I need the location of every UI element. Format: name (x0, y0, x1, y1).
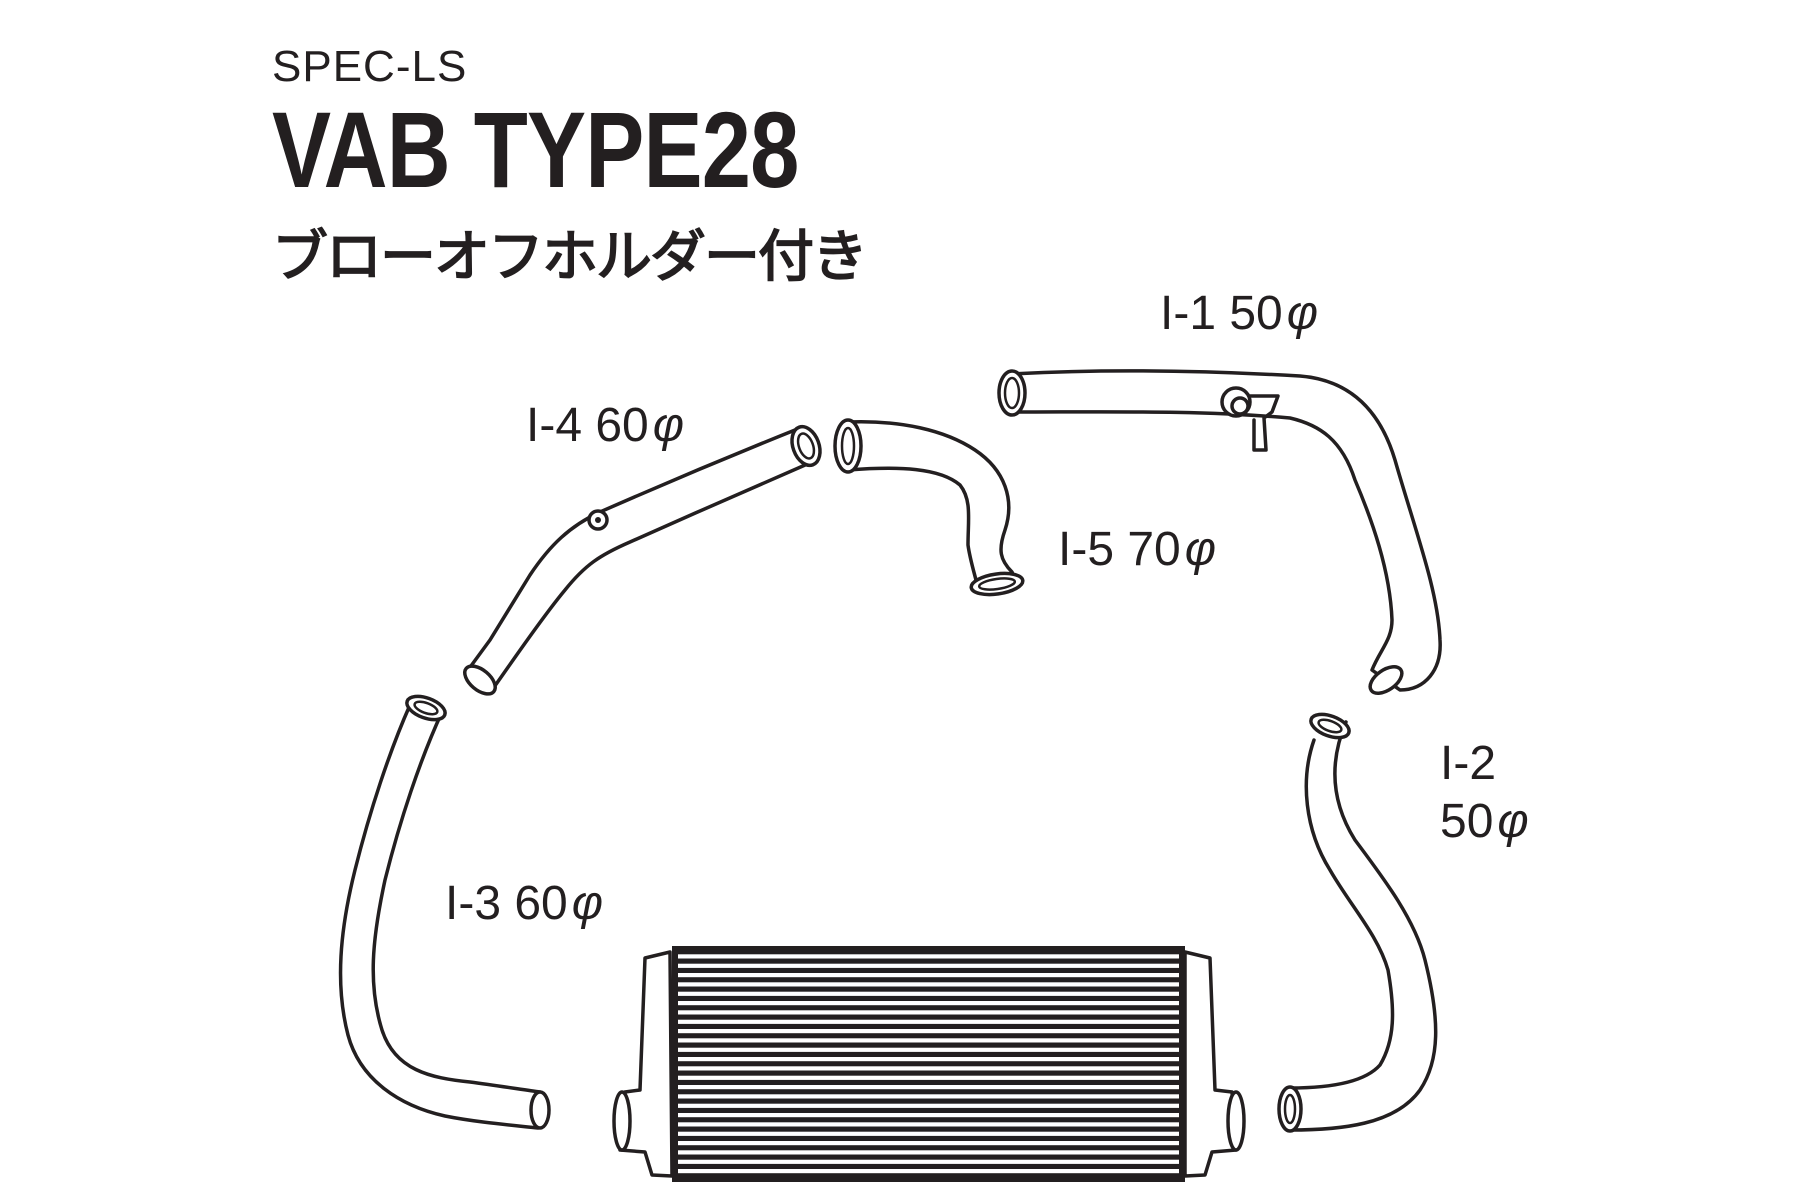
part-diameter: 50 (1440, 795, 1494, 848)
core-fin-row (678, 1047, 1179, 1052)
core-fin-row (678, 1103, 1179, 1108)
intercooler-core (612, 946, 1246, 1182)
core-fin-row (678, 1066, 1179, 1071)
core-fin-row (678, 1169, 1179, 1174)
core-fin-row (678, 963, 1179, 968)
part-code: I-3 (445, 877, 502, 930)
core-fin-row (678, 1159, 1179, 1164)
label-i-3: I-3 60φ (445, 880, 603, 928)
label-i-2: I-2 50φ (1440, 740, 1529, 846)
core-fin-row (678, 1150, 1179, 1155)
part-code: I-2 (1440, 737, 1497, 790)
core-fin-row (678, 1113, 1179, 1118)
core-fin-row (678, 1001, 1179, 1006)
spec-subtitle: SPEC-LS (272, 42, 468, 91)
part-code: I-5 (1058, 523, 1115, 576)
core-fin-row (678, 991, 1179, 996)
core-fin-row (678, 973, 1179, 978)
core-fin-row (678, 1019, 1179, 1024)
core-fin-row (678, 1057, 1179, 1062)
diameter-symbol: φ (571, 877, 604, 930)
part-code: I-1 (1160, 287, 1217, 340)
blow-off-holder (1220, 386, 1280, 452)
part-code: I-4 (526, 399, 583, 452)
diameter-symbol: φ (652, 399, 685, 452)
core-fin-row (678, 1122, 1179, 1127)
label-i-1: I-1 50φ (1160, 290, 1318, 338)
pipe-i-4 (463, 424, 822, 696)
diameter-symbol: φ (1184, 523, 1217, 576)
core-fin-row (678, 1141, 1179, 1146)
core-fin-row (678, 1010, 1179, 1015)
pipe-i-5 (833, 418, 1025, 597)
model-title: VAB TYPE28 (272, 89, 799, 210)
core-fin-row (678, 954, 1179, 959)
core-fin-row (678, 1131, 1179, 1136)
part-diameter: 60 (514, 877, 568, 930)
label-i-4: I-4 60φ (526, 402, 684, 450)
part-diameter: 70 (1127, 523, 1181, 576)
part-diameter: 50 (1229, 287, 1283, 340)
diameter-symbol: φ (1497, 795, 1529, 848)
core-fin-row (678, 982, 1179, 987)
diameter-symbol: φ (1286, 287, 1319, 340)
pipe-i-1 (997, 369, 1442, 695)
core-fin-row (678, 1075, 1179, 1080)
label-i-5: I-5 70φ (1058, 526, 1216, 574)
part-diameter: 60 (595, 399, 649, 452)
core-fin-row (678, 1094, 1179, 1099)
pipe-i-2 (1277, 712, 1438, 1133)
core-fin-row (678, 1029, 1179, 1034)
pipe-i-3 (338, 694, 551, 1130)
core-fin-row (678, 1038, 1179, 1043)
core-fin-row (678, 1085, 1179, 1090)
option-note: ブローオフホルダー付き (272, 225, 868, 288)
